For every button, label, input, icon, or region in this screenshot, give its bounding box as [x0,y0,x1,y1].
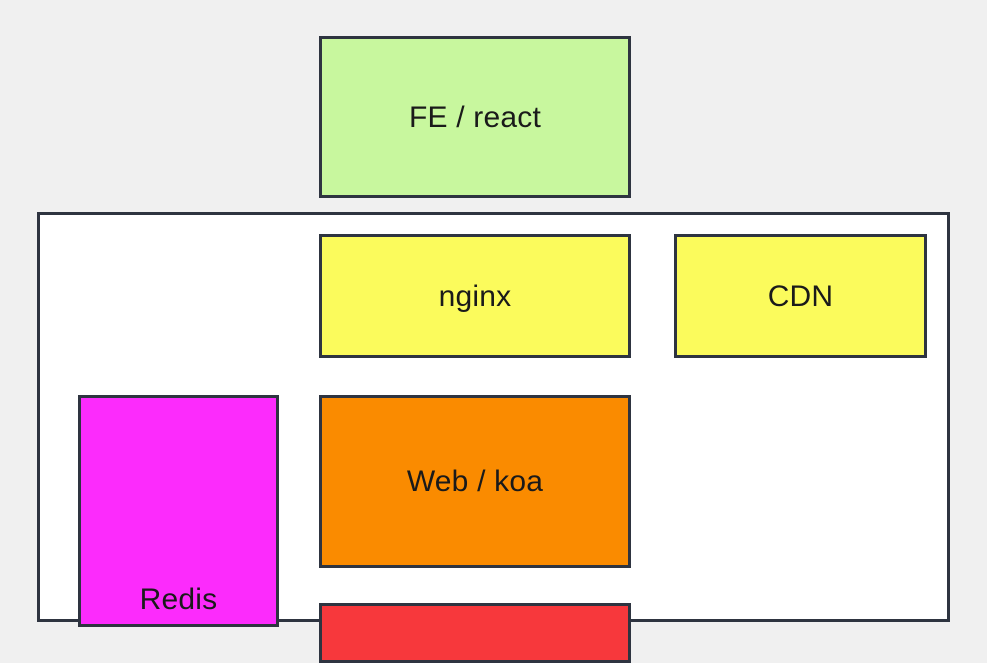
node-cdn[interactable]: CDN [674,234,927,358]
node-bottom-service[interactable] [319,603,631,663]
node-label-web-koa: Web / koa [406,465,544,498]
node-label-nginx: nginx [438,279,512,313]
diagram-canvas: FE / react nginx CDN Redis Web / koa [37,36,950,663]
node-label-cdn: CDN [767,279,834,313]
node-redis[interactable]: Redis [78,395,279,627]
node-label-fe-react: FE / react [408,100,542,134]
node-label-redis: Redis [139,583,218,616]
node-web-koa[interactable]: Web / koa [319,395,631,568]
node-nginx[interactable]: nginx [319,234,631,358]
node-fe-react[interactable]: FE / react [319,36,631,198]
